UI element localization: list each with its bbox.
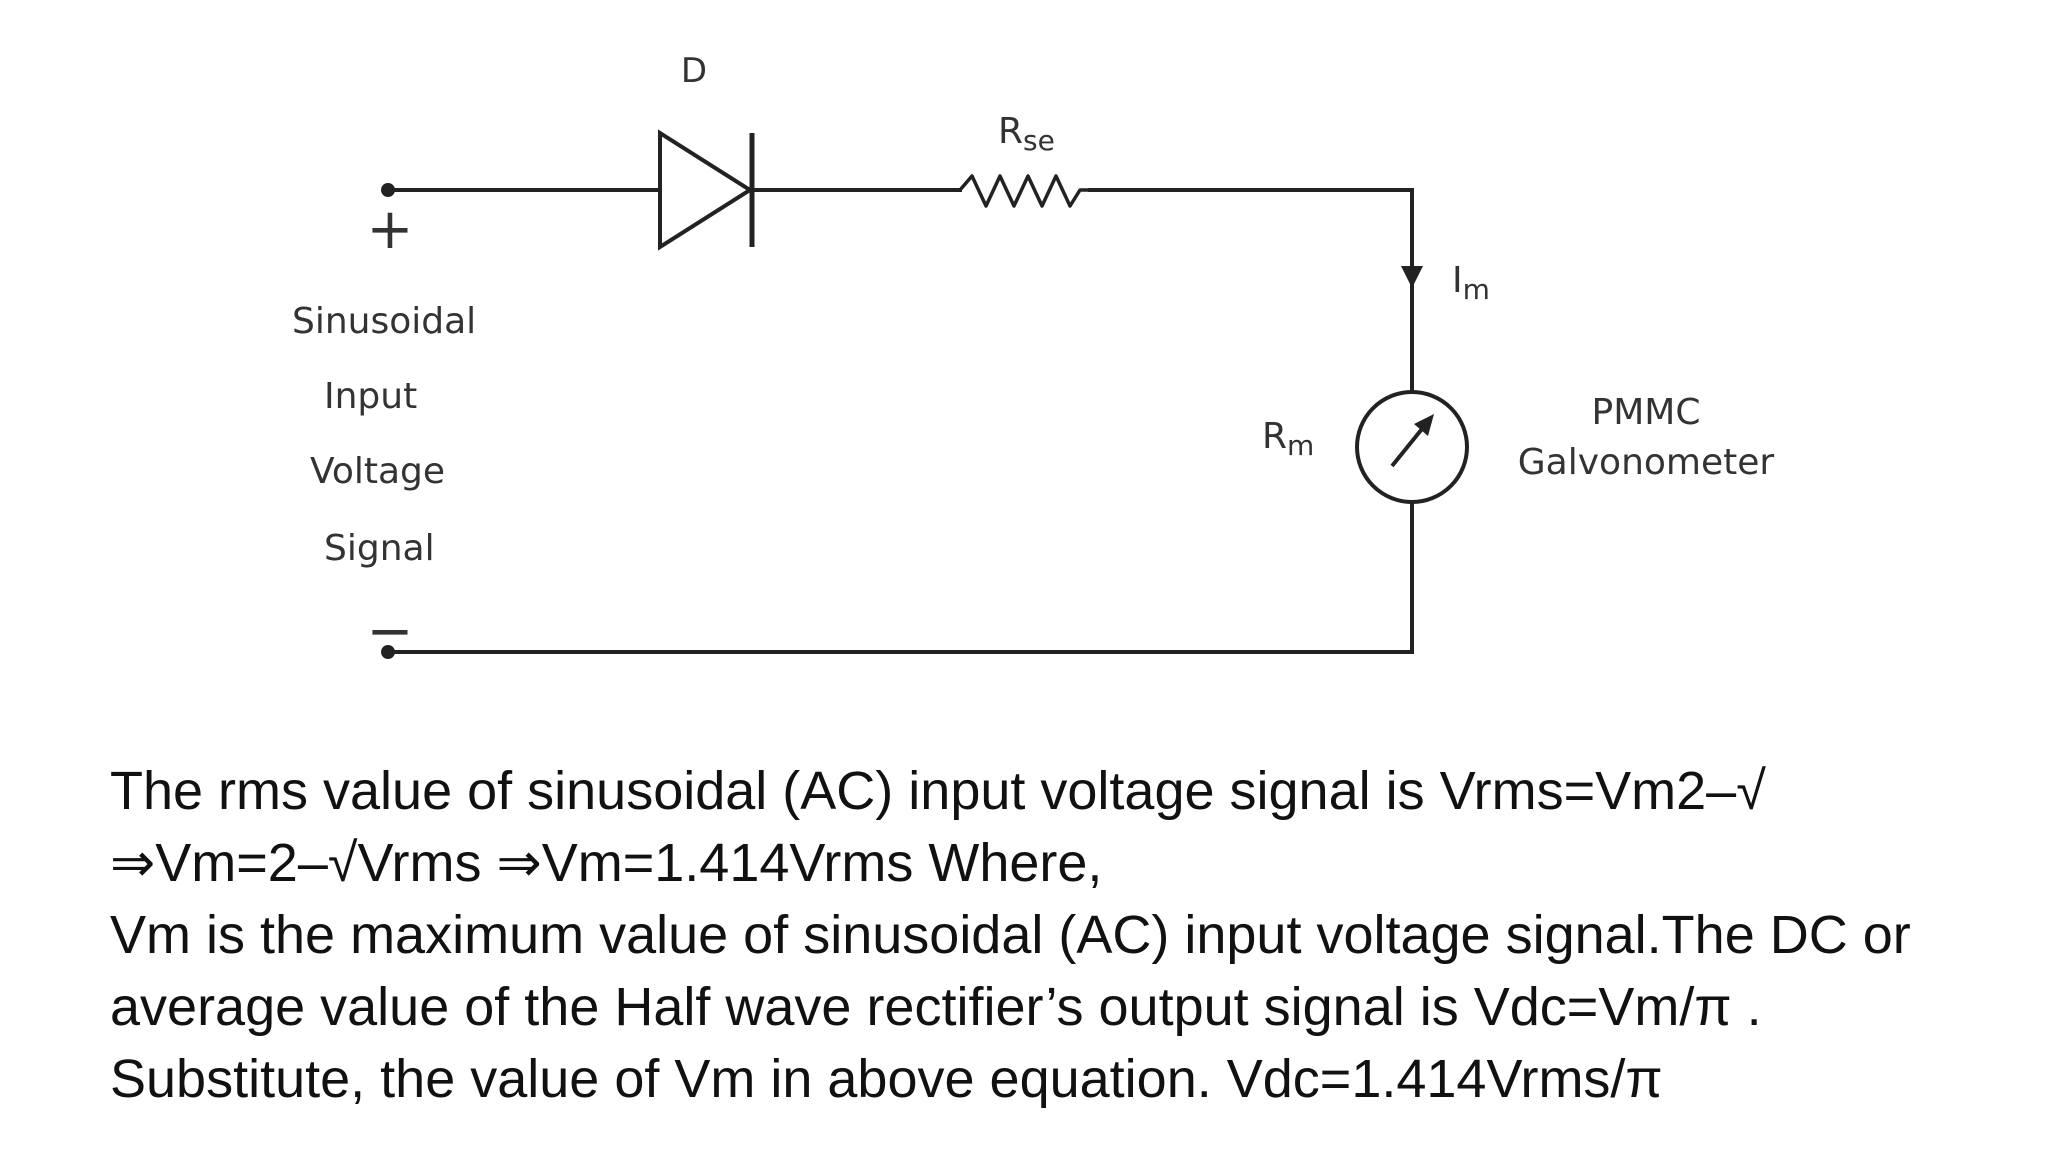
diode-symbol xyxy=(658,129,755,251)
meter-label-line-1: PMMC xyxy=(1592,392,1701,433)
source-label-line-3: Voltage xyxy=(310,451,445,492)
negative-terminal-dot xyxy=(381,645,395,659)
explanation-line-1: The rms value of sinusoidal (AC) input v… xyxy=(110,761,1766,821)
explanation-line-5: Substitute, the value of Vm in above equ… xyxy=(110,1049,1663,1109)
explanation-line-4: average value of the Half wave rectifier… xyxy=(110,977,1762,1037)
half-wave-rectifier-circuit-diagram: + − D Rse Im Rm Sinusoidal Input Volt xyxy=(292,51,1775,664)
source-label-line-1: Sinusoidal xyxy=(292,301,476,342)
source-label-line-2: Input xyxy=(324,376,417,417)
current-label-letter: I xyxy=(1452,260,1463,301)
positive-terminal-dot xyxy=(381,183,395,197)
current-label-subscript: m xyxy=(1463,273,1490,306)
series-resistor-label: Rse xyxy=(998,111,1055,157)
current-direction-arrow xyxy=(1401,266,1423,288)
meter-resistance-subscript: m xyxy=(1287,429,1314,462)
meter-resistance-label: Rm xyxy=(1262,416,1314,462)
series-resistor-subscript: se xyxy=(1023,124,1055,157)
source-label-line-4: Signal xyxy=(324,528,435,569)
explanation-text: The rms value of sinusoidal (AC) input v… xyxy=(110,755,1970,1115)
current-label: Im xyxy=(1452,260,1490,306)
meter-label-line-2: Galvonometer xyxy=(1518,442,1775,483)
galvanometer-symbol xyxy=(1355,390,1469,504)
series-resistor-symbol xyxy=(958,174,1090,208)
negative-terminal-sign: − xyxy=(367,599,414,664)
series-resistor-symbol-letter: R xyxy=(998,111,1023,152)
diode-label: D xyxy=(681,51,707,91)
positive-terminal-sign: + xyxy=(367,197,414,262)
explanation-line-2: ⇒Vm=2–√Vrms ⇒Vm=1.414Vrms Where, xyxy=(110,833,1103,893)
meter-resistance-letter: R xyxy=(1262,416,1287,457)
explanation-line-3: Vm is the maximum value of sinusoidal (A… xyxy=(110,905,1911,965)
